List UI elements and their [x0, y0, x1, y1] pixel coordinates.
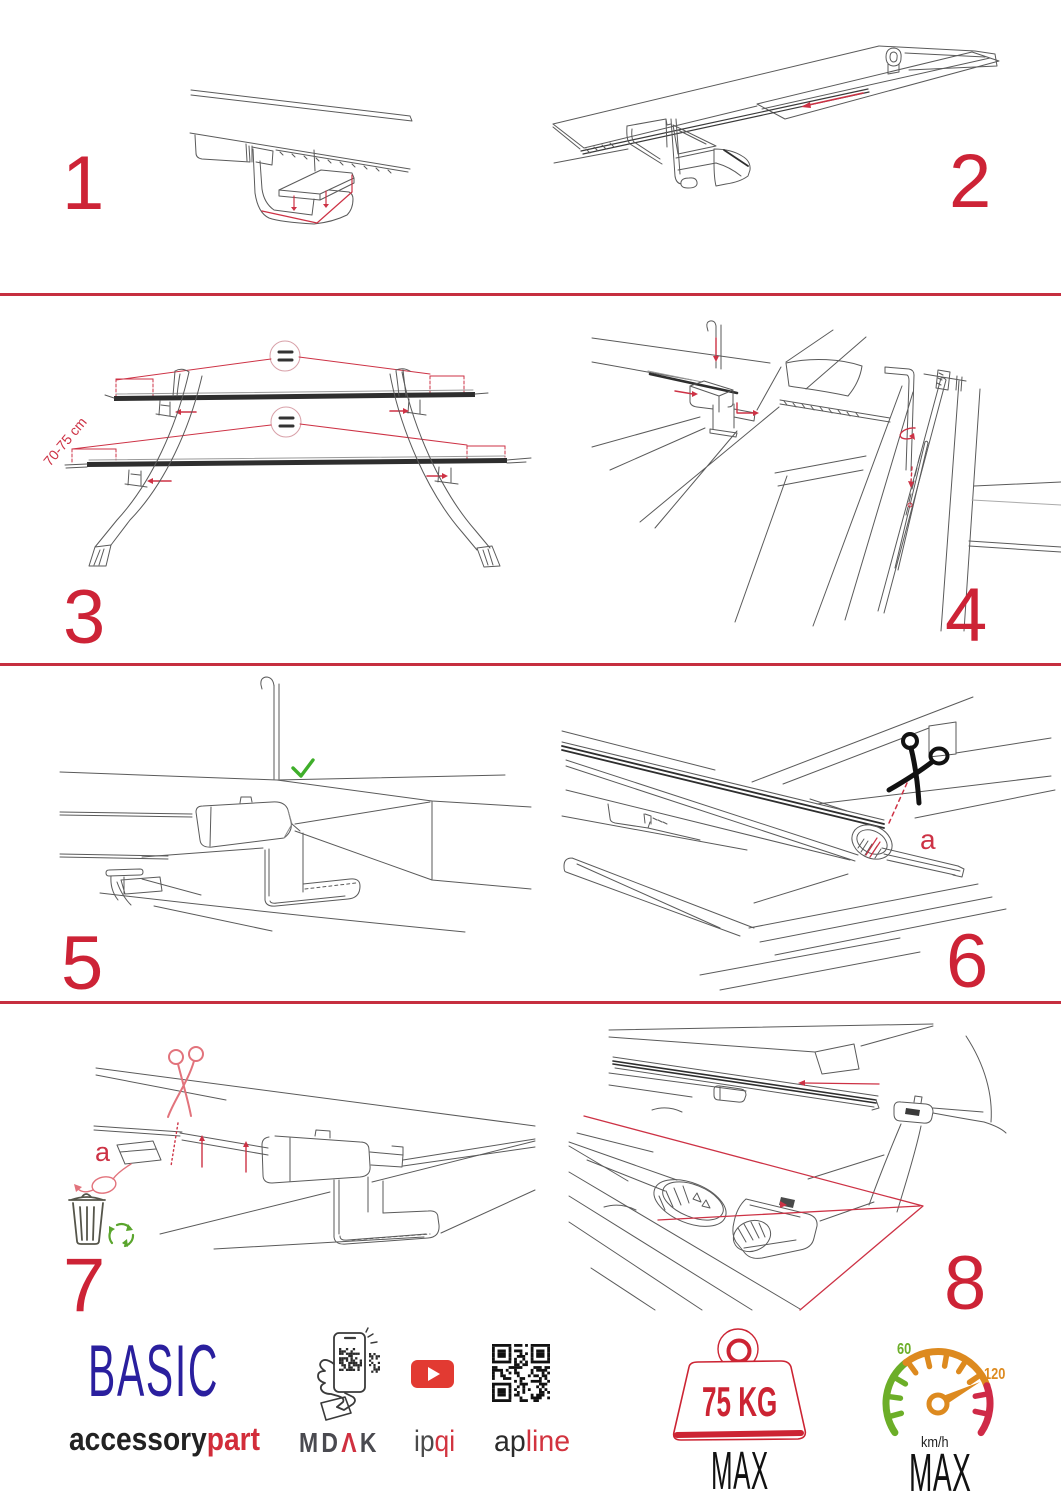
svg-text:a: a — [95, 1137, 111, 1167]
svg-text:70-75 cm: 70-75 cm — [40, 414, 90, 469]
svg-text:a: a — [920, 824, 936, 855]
